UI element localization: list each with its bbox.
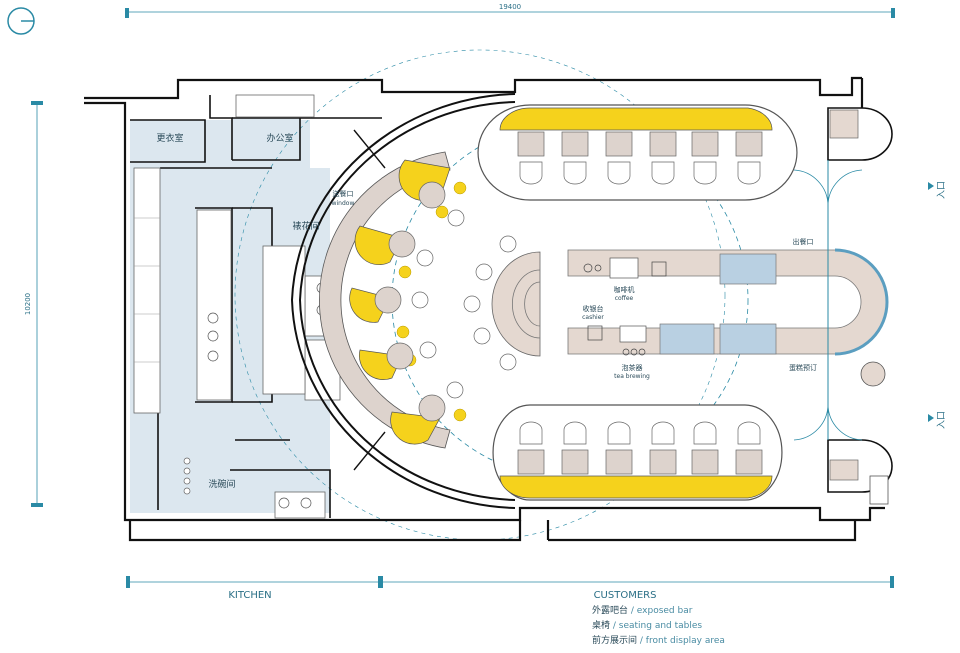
zone-kitchen: KITCHEN bbox=[228, 590, 271, 601]
label-cashier-zh: 收银台 bbox=[583, 304, 604, 313]
legend-en: / front display area bbox=[639, 636, 725, 646]
legend: 外露吧台 / exposed bar 桌椅 / seating and tabl… bbox=[592, 604, 892, 649]
entrance-panel bbox=[869, 475, 889, 505]
booth-tables bbox=[517, 131, 763, 475]
label-pass-window-en: window bbox=[332, 200, 355, 207]
label-entrance-top: 入口 bbox=[936, 181, 947, 199]
legend-item: 外露吧台 / exposed bar bbox=[592, 604, 892, 619]
entrance-doors bbox=[793, 169, 863, 441]
legend-zh: 前方展示间 bbox=[592, 636, 638, 646]
kitchen-walls bbox=[130, 95, 382, 518]
legend-zh: 外露吧台 bbox=[592, 606, 629, 616]
entrance-walls bbox=[827, 107, 893, 493]
cashier-icon bbox=[587, 325, 646, 356]
service-counter bbox=[567, 248, 889, 356]
zone-customers: CUSTOMERS bbox=[594, 590, 657, 601]
legend-en: / seating and tables bbox=[612, 621, 703, 631]
booth-chairs bbox=[519, 161, 761, 445]
arc-chairs bbox=[411, 209, 517, 399]
round-tables bbox=[374, 181, 446, 422]
top-dimension-line bbox=[125, 8, 895, 18]
label-dish-room: 洗碗间 bbox=[208, 478, 235, 490]
width-dimension: 19400 bbox=[499, 3, 521, 11]
label-cake-order: 蛋糕预订 bbox=[789, 363, 817, 372]
entrance-cabinet-bottom bbox=[829, 459, 859, 481]
zone-bar bbox=[126, 576, 894, 588]
label-coffee-en: coffee bbox=[615, 295, 634, 302]
depth-dimension: 10200 bbox=[24, 293, 32, 315]
arc-divider-top bbox=[353, 129, 386, 169]
north-icon bbox=[7, 7, 35, 35]
entrance-cabinet-top bbox=[829, 109, 859, 139]
label-office: 办公室 bbox=[266, 132, 293, 144]
display-stand bbox=[860, 361, 886, 387]
booth-top bbox=[477, 104, 798, 201]
label-tea-zh: 泡茶器 bbox=[622, 363, 643, 372]
cashier-counter bbox=[491, 251, 541, 357]
legend-item: 前方展示间 / front display area bbox=[592, 634, 892, 649]
label-tea-en: tea brewing bbox=[614, 373, 650, 380]
entrance-top-arrow-icon bbox=[928, 182, 934, 190]
dish-rack-icon bbox=[183, 457, 191, 495]
locker-lines bbox=[134, 217, 160, 363]
label-cashier-en: cashier bbox=[582, 314, 604, 321]
arc-divider-bottom bbox=[353, 431, 386, 471]
label-plating-room: 裱花间 bbox=[292, 220, 319, 232]
entrance-bottom-arrow-icon bbox=[928, 414, 934, 422]
label-coffee-zh: 咖啡机 bbox=[614, 285, 635, 294]
label-pass-window-zh: 送餐口 bbox=[333, 189, 354, 198]
label-entrance-bottom: 入口 bbox=[936, 411, 947, 429]
legend-en: / exposed bar bbox=[630, 606, 693, 616]
outer-walls bbox=[84, 76, 885, 542]
legend-zh: 桌椅 bbox=[592, 621, 611, 631]
label-changing-room: 更衣室 bbox=[156, 132, 183, 144]
left-dimension-line bbox=[31, 101, 43, 507]
coffee-machine-icon bbox=[583, 261, 667, 277]
legend-item: 桌椅 / seating and tables bbox=[592, 619, 892, 634]
label-serve-out: 出餐口 bbox=[793, 237, 814, 246]
arc-walls bbox=[290, 93, 516, 509]
